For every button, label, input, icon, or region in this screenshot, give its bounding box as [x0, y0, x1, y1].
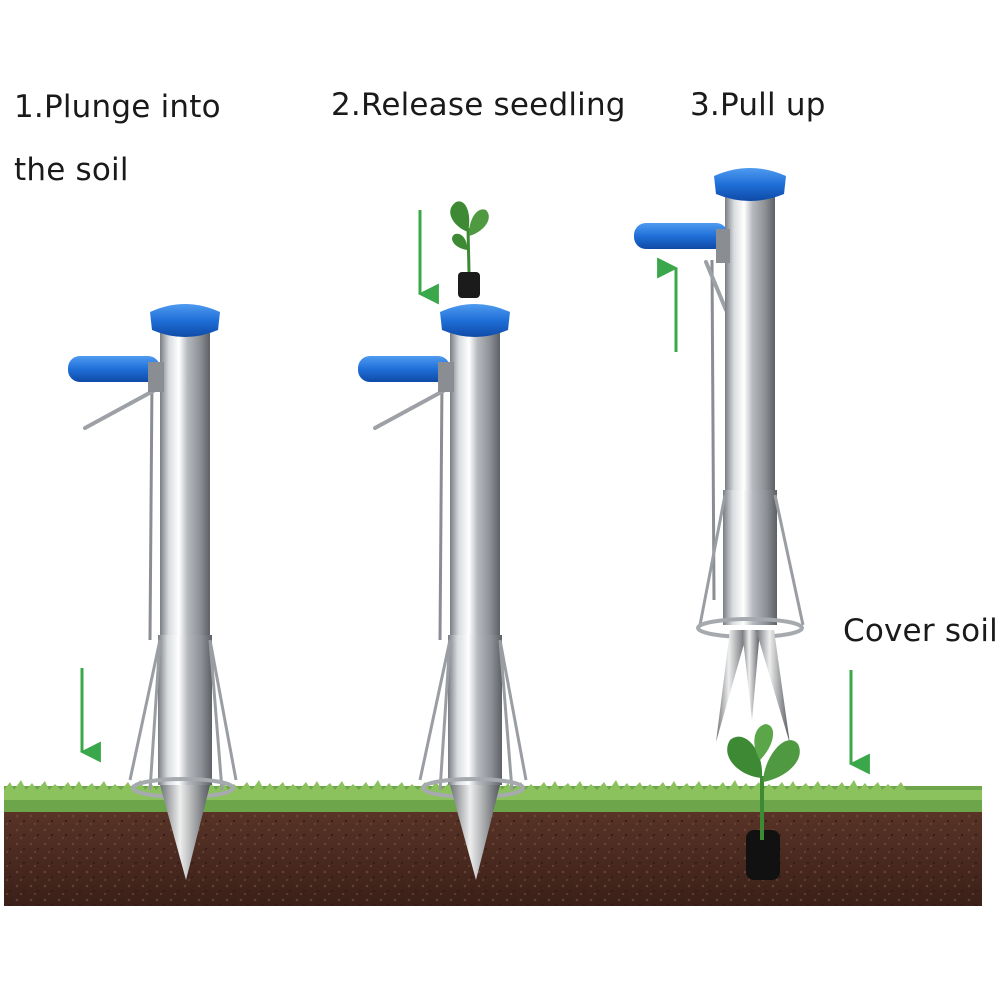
seedling-leaf	[754, 724, 774, 760]
lever-arm	[704, 260, 728, 312]
step3-label: 3.Pull up	[690, 87, 826, 123]
seedling-leaf	[450, 201, 470, 232]
seedling-stem	[466, 227, 471, 273]
planting-hole	[746, 830, 780, 880]
tool-tip	[450, 785, 500, 880]
trigger-rod	[710, 259, 716, 601]
handle-bracket	[148, 362, 164, 392]
blue-handle	[358, 356, 450, 382]
seedling-leaf	[727, 736, 763, 778]
handle-bracket	[438, 362, 454, 392]
planter-tool-step3	[634, 168, 805, 744]
cover-soil-label: Cover soil	[843, 613, 998, 649]
seedling-root-plug	[458, 272, 480, 298]
step1-label-line1: 1.Plunge into	[14, 89, 221, 125]
seedling-leaf	[468, 209, 489, 236]
seedling-leaf	[452, 233, 468, 250]
step1-label-line2: the soil	[14, 152, 129, 188]
tube-lower	[723, 490, 777, 625]
tool-tip	[160, 785, 210, 880]
open-jaw-center	[742, 630, 760, 720]
tube-upper	[450, 330, 500, 635]
trigger-rod	[148, 379, 154, 641]
planter-tool-step2	[358, 304, 528, 880]
tube-upper	[160, 330, 210, 635]
seedling-leaf	[763, 740, 800, 782]
step2-label: 2.Release seedling	[331, 87, 626, 123]
planter-tool-step1	[68, 304, 238, 880]
jaw-cage	[698, 494, 805, 626]
planted-seedling	[727, 724, 800, 880]
handle-bracket	[716, 229, 730, 263]
open-jaw-left	[716, 630, 748, 742]
seedling-drop	[450, 201, 489, 298]
trigger-rod	[438, 379, 444, 641]
ground	[4, 780, 982, 906]
blue-cap	[440, 304, 510, 337]
tube-upper	[725, 190, 775, 490]
blue-handle	[68, 356, 160, 382]
jaw-cage	[418, 639, 528, 791]
blue-handle	[634, 223, 728, 249]
blue-cap	[150, 304, 220, 337]
lever-arm	[373, 388, 447, 430]
soil-texture	[4, 808, 982, 906]
blue-cap	[714, 168, 786, 201]
open-jaw-right	[756, 630, 790, 744]
tube-lower	[448, 635, 502, 785]
jaw-cage	[128, 639, 238, 791]
lever-arm	[83, 388, 157, 430]
tube-lower	[158, 635, 212, 785]
